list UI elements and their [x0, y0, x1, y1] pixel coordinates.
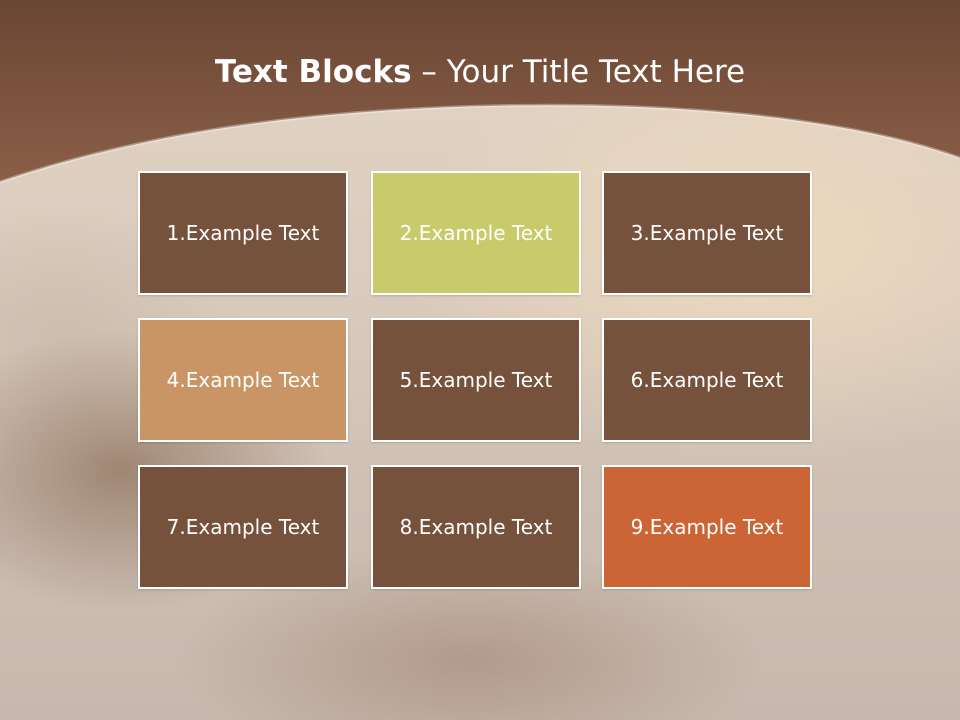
- header-band: [0, 0, 960, 184]
- text-block-4[interactable]: 4.Example Text: [138, 318, 348, 442]
- title-rest: Your Title Text Here: [446, 54, 746, 90]
- text-block-5[interactable]: 5.Example Text: [371, 318, 581, 442]
- title-bold: Text Blocks: [214, 54, 412, 90]
- text-block-7[interactable]: 7.Example Text: [138, 465, 348, 589]
- text-block-grid: 1.Example Text 2.Example Text 3.Example …: [138, 171, 816, 595]
- text-block-2[interactable]: 2.Example Text: [371, 171, 581, 295]
- text-block-3[interactable]: 3.Example Text: [602, 171, 812, 295]
- slide-title: Text Blocks – Your Title Text Here: [0, 54, 960, 90]
- text-block-9[interactable]: 9.Example Text: [602, 465, 812, 589]
- text-block-8[interactable]: 8.Example Text: [371, 465, 581, 589]
- text-block-6[interactable]: 6.Example Text: [602, 318, 812, 442]
- title-dash: –: [411, 54, 447, 90]
- text-block-1[interactable]: 1.Example Text: [138, 171, 348, 295]
